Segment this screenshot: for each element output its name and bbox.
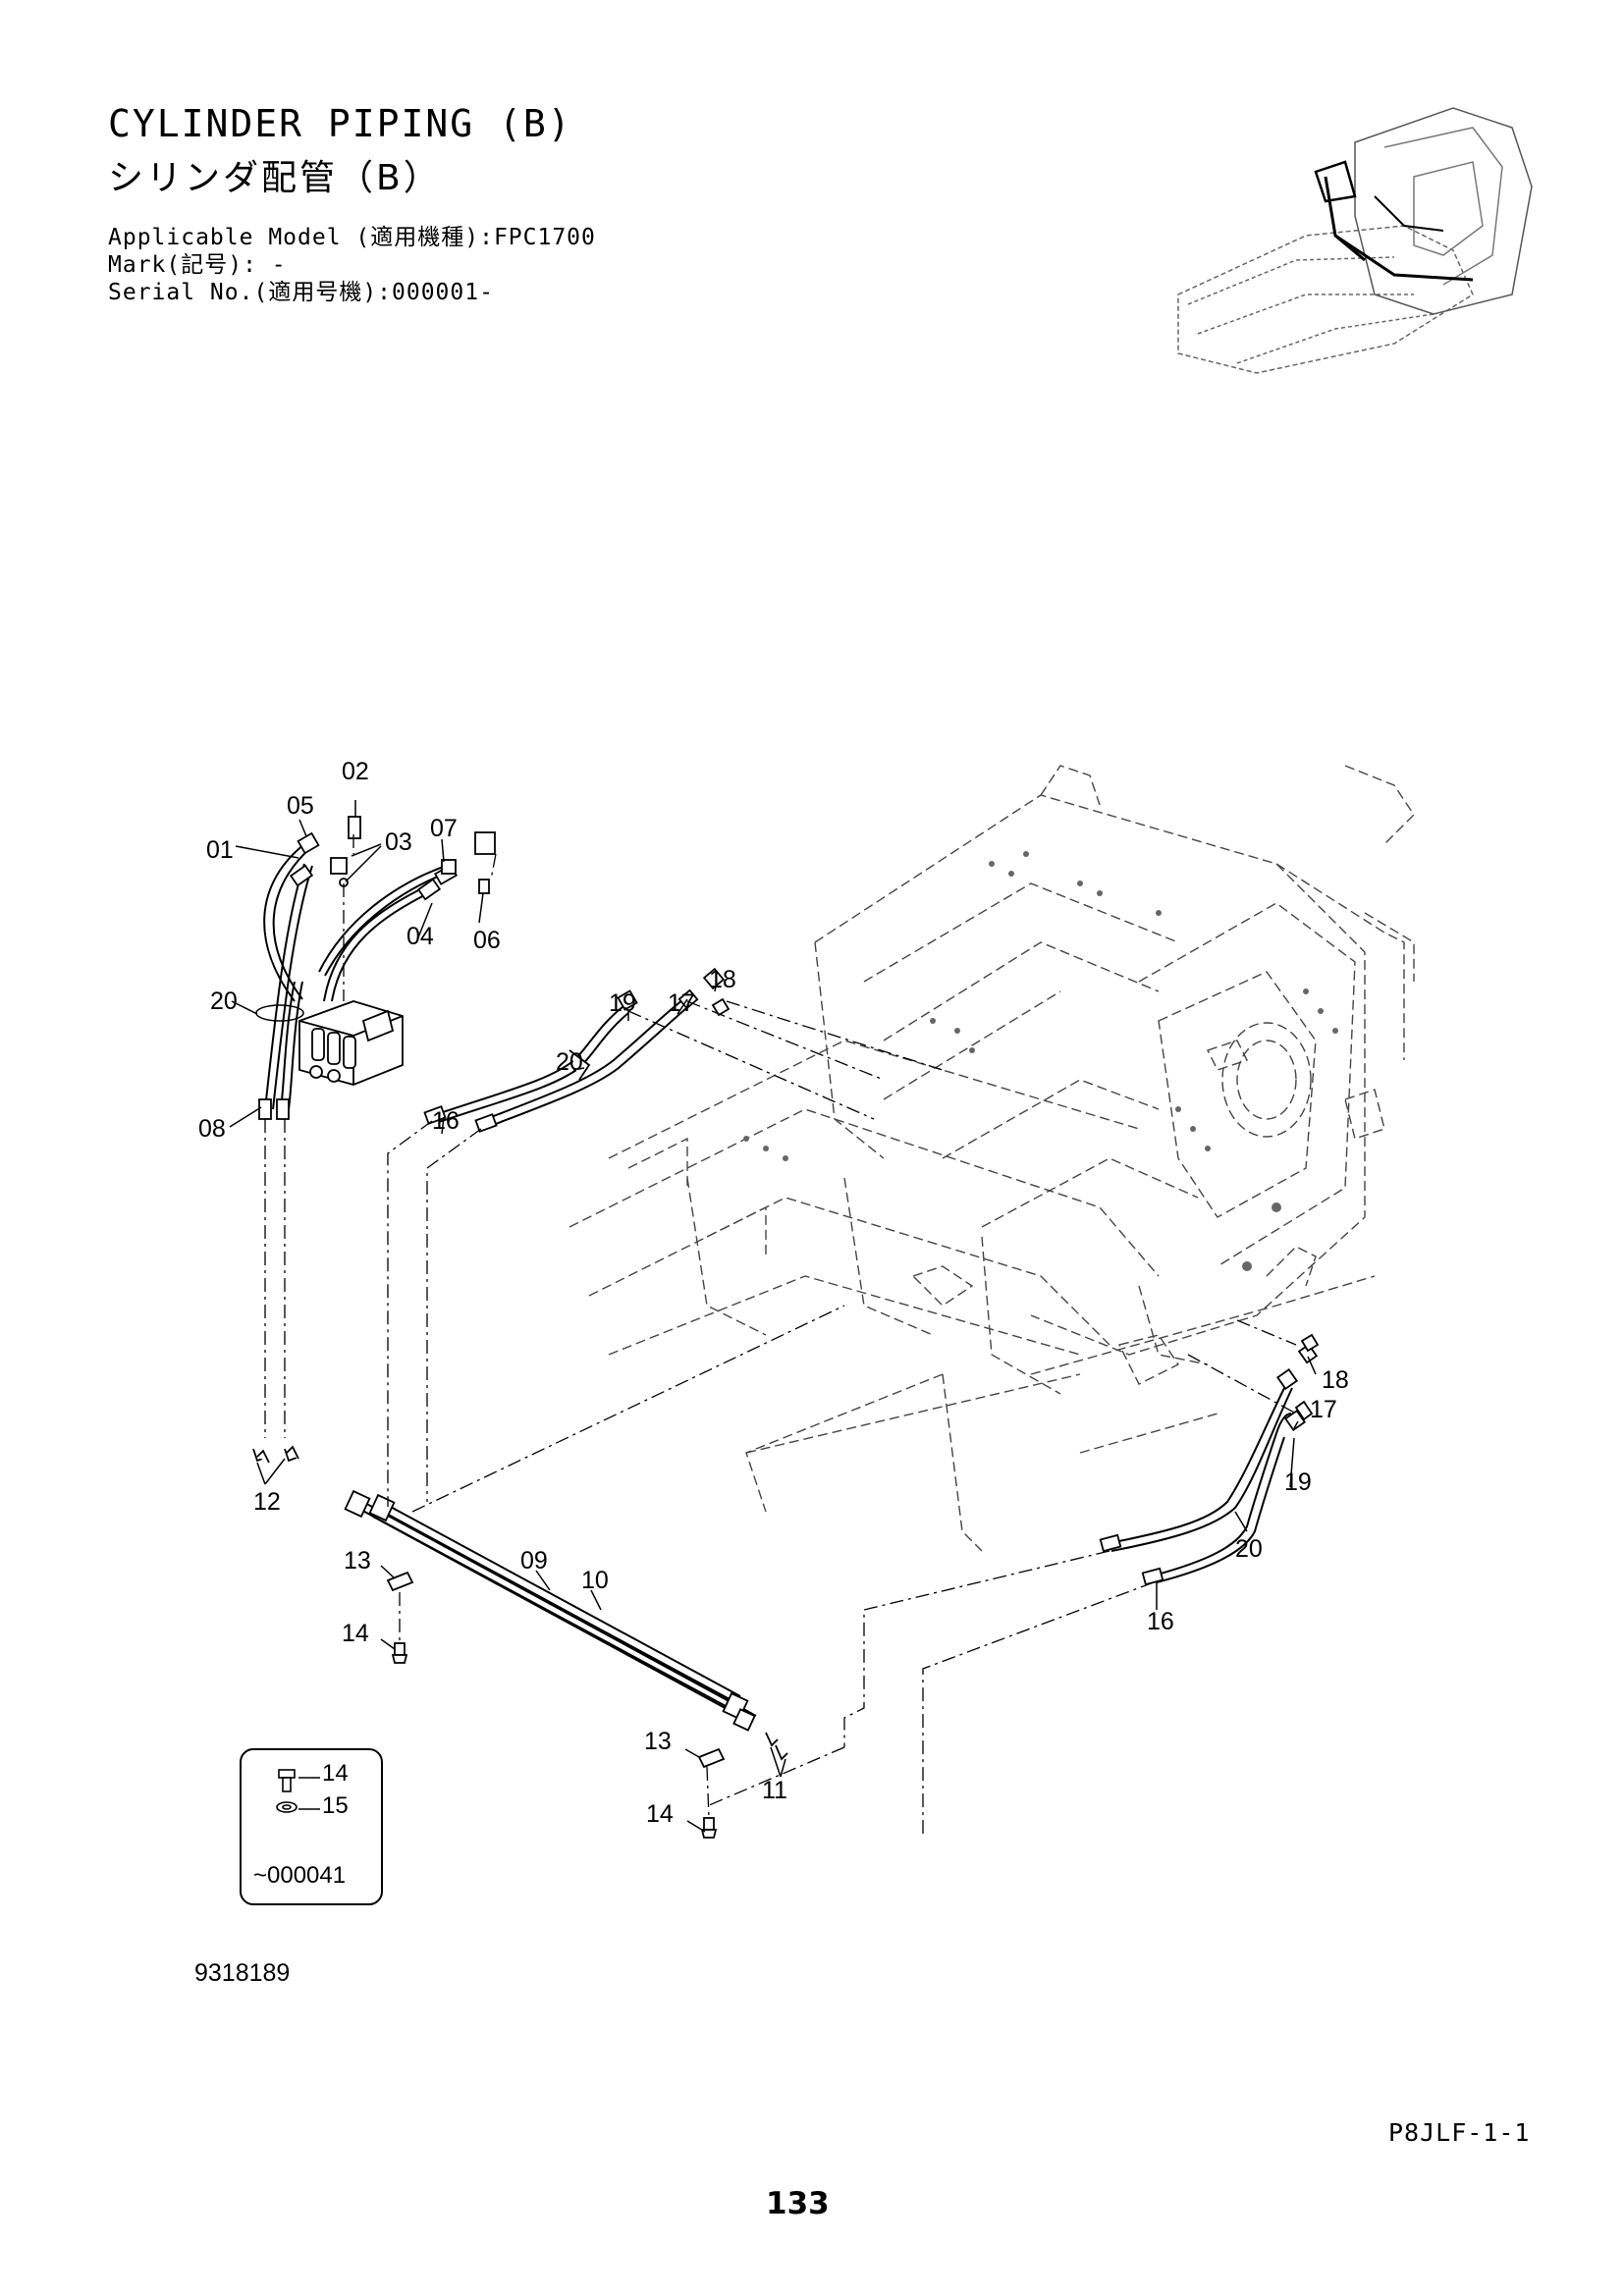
callout-08: 08: [198, 1115, 226, 1143]
callout-14-lower: 14: [646, 1800, 674, 1828]
page-number: 133: [766, 2186, 830, 2221]
callout-17-lower: 17: [1310, 1396, 1337, 1423]
callout-20-mid: 20: [556, 1048, 583, 1076]
callout-07: 07: [430, 815, 458, 842]
leader-lines: [229, 800, 1317, 1833]
mid-fittings: [423, 967, 726, 1133]
callout-01: 01: [206, 836, 234, 864]
steel-pipes: [354, 1499, 757, 1724]
pipe-end-fittings: [252, 1448, 788, 1761]
bolt-shank-icon: [282, 1777, 292, 1792]
callout-13-upper: 13: [344, 1547, 371, 1575]
callout-labels: 01 02 03 04 05 06 07 08 09 10 11 12 13 1…: [198, 758, 1349, 1828]
callout-02: 02: [342, 758, 369, 785]
callout-19-lower: 19: [1284, 1468, 1312, 1496]
callout-16-upper: 16: [432, 1107, 460, 1135]
inset-parts-sketch: [276, 1769, 320, 1813]
mid-hose-assembly: [436, 995, 693, 1128]
callout-03: 03: [385, 828, 412, 856]
callout-14-upper: 14: [342, 1620, 369, 1647]
bolt-head-icon: [278, 1769, 296, 1779]
upper-fittings: [258, 816, 496, 1120]
lower-hose-assembly: [1109, 1383, 1293, 1583]
callout-11: 11: [762, 1777, 787, 1804]
frame-bolt-holes: [743, 851, 1338, 1271]
lower-fittings: [1099, 1343, 1319, 1586]
callout-18-upper: 18: [709, 966, 736, 993]
callout-05: 05: [287, 792, 314, 820]
applicable-model: Applicable Model (適用機種):FPC1700: [108, 225, 596, 250]
inset-part-b-label: 15: [322, 1792, 349, 1819]
callout-10: 10: [581, 1567, 609, 1594]
title-japanese: シリンダ配管（B）: [108, 158, 442, 198]
callout-04: 04: [406, 923, 434, 950]
page-code: P8JLF-1-1: [1388, 2118, 1531, 2147]
callout-16-lower: 16: [1147, 1608, 1174, 1635]
locator-thumbnail: [1177, 107, 1533, 374]
drawing-number: 9318189: [194, 1959, 291, 1987]
inset-serial-range: ~000041: [253, 1862, 347, 1889]
callout-20-upper-left: 20: [210, 988, 238, 1015]
inset-part-a-label: 14: [322, 1760, 349, 1787]
callout-17-upper: 17: [668, 989, 695, 1017]
mark: Mark(記号): -: [108, 252, 287, 278]
callout-20-lower-right: 20: [1235, 1535, 1263, 1563]
clamps-and-bolts: [256, 997, 1320, 1839]
callout-09: 09: [520, 1547, 548, 1575]
serial-number: Serial No.(適用号機):000001-: [108, 280, 494, 305]
callout-19-upper: 19: [609, 989, 636, 1017]
callout-06: 06: [473, 927, 501, 954]
callout-12: 12: [253, 1488, 281, 1516]
title-english: CYLINDER PIPING (B): [108, 102, 572, 145]
upper-hose-assembly: [255, 843, 457, 1110]
callout-13-lower: 13: [644, 1728, 672, 1755]
callout-18-lower: 18: [1322, 1366, 1349, 1394]
alignment-lines: [264, 834, 1297, 1836]
serial-range-inset: 14 15 ~000041: [240, 1748, 383, 1905]
control-valve: [298, 1000, 404, 1086]
frame-chassis: [568, 765, 1415, 1552]
